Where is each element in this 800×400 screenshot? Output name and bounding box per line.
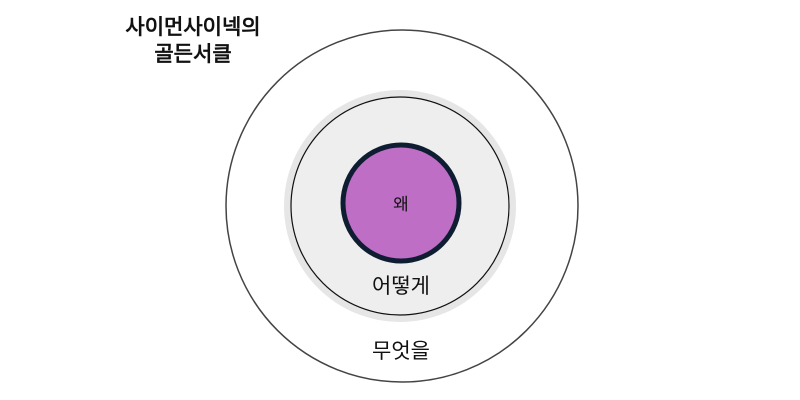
title-line-2: 골든서클	[154, 42, 232, 66]
inner-circle	[340, 142, 462, 264]
diagram-title: 사이먼사이넥의 골든서클	[88, 14, 298, 68]
outer-circle-label: 무엇을	[372, 339, 430, 363]
inner-circle-label: 왜	[393, 195, 409, 215]
middle-circle-label: 어떻게	[372, 274, 430, 298]
title-line-1: 사이먼사이넥의	[125, 15, 261, 39]
